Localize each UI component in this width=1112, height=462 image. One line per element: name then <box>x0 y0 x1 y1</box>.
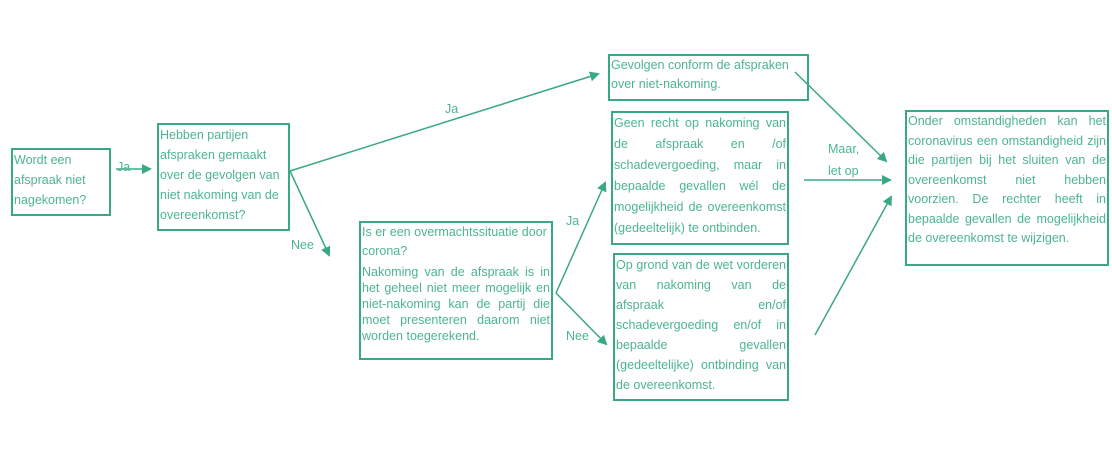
arrow-agreements-to-conform <box>289 71 600 172</box>
node-agreements-text: Hebben partijen afspraken gemaakt over d… <box>160 128 280 222</box>
node-by-law-text: Op grond van de wet vorderen van nakomin… <box>616 258 786 392</box>
force-detail-text: Nakoming van de afspraak is in het gehee… <box>362 265 550 343</box>
node-no-right-text: Geen recht op nakoming van de afspraak e… <box>614 116 786 235</box>
node-start-text: Wordt een afspraak niet nagekomen? <box>14 153 87 207</box>
edge-label-but-1: Maar, <box>828 142 860 156</box>
edge-label-start-yes: Ja <box>117 160 131 174</box>
edge-label-agreements-yes: Ja <box>445 102 459 116</box>
arrow-force-to-norights <box>555 181 607 294</box>
arrow-agreements-to-force <box>289 170 331 257</box>
node-circumstances-text: Onder omstandigheden kan het coronavirus… <box>908 114 1106 245</box>
node-conform: Gevolgen conform de afspraken over niet-… <box>608 54 809 101</box>
arrow-force-to-bylaw <box>555 292 608 346</box>
node-force-majeure: Is er een overmachtssituatie door corona… <box>359 221 553 360</box>
node-conform-text: Gevolgen conform de afspraken over niet-… <box>611 58 789 91</box>
node-agreements: Hebben partijen afspraken gemaakt over d… <box>157 123 290 231</box>
node-no-right: Geen recht op nakoming van de afspraak e… <box>611 111 789 245</box>
node-by-law: Op grond van de wet vorderen van nakomin… <box>613 253 789 401</box>
arrow-conform-to-circumstances <box>794 71 888 163</box>
force-question-text: Is er een overmachtssituatie door corona… <box>362 225 547 258</box>
edge-label-but-2: let op <box>828 164 859 178</box>
node-start: Wordt een afspraak niet nagekomen? <box>11 148 111 216</box>
node-circumstances: Onder omstandigheden kan het coronavirus… <box>905 110 1109 266</box>
edge-label-force-no: Nee <box>566 329 589 343</box>
arrow-bylaw-to-circumstances <box>814 195 892 336</box>
edge-label-force-yes: Ja <box>566 214 580 228</box>
edge-label-agreements-no: Nee <box>291 238 314 252</box>
